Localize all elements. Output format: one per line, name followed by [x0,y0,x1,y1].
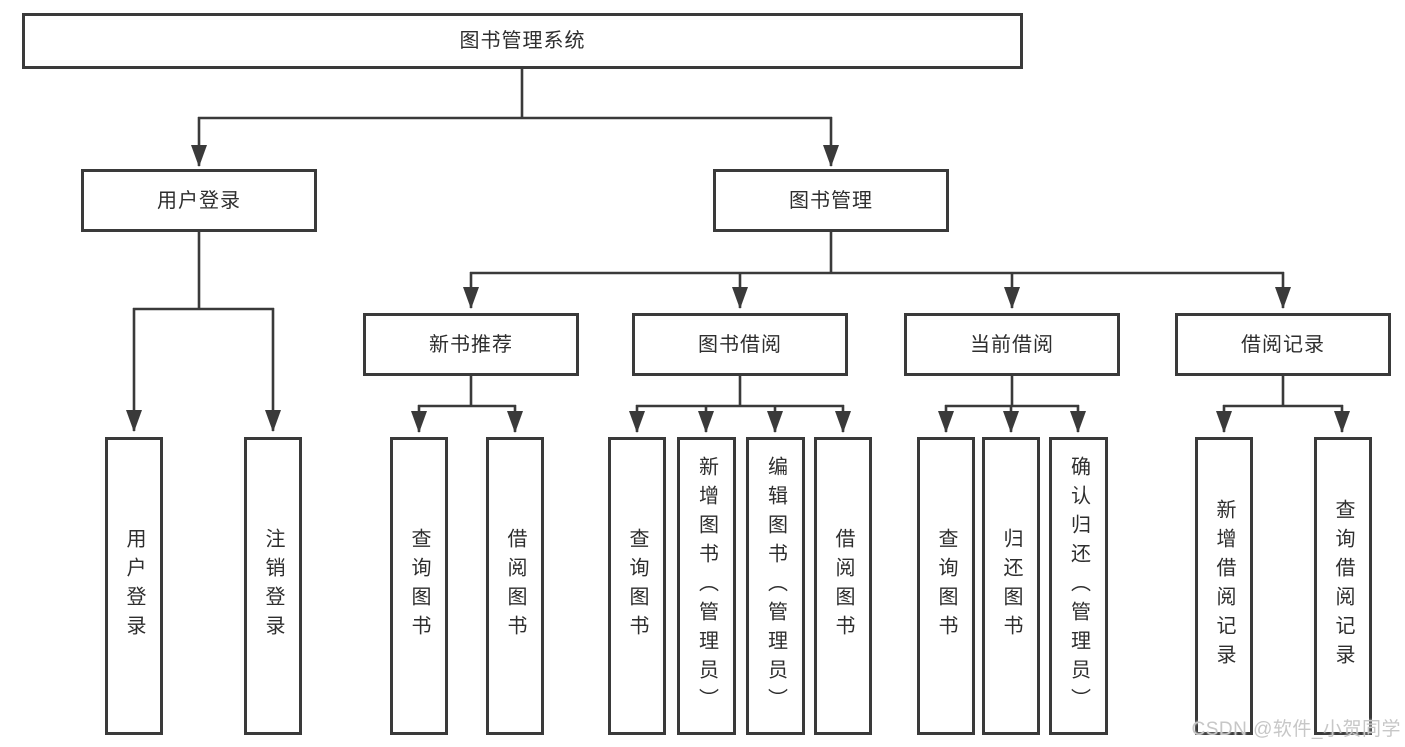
leaf-borrow-books-recommend: 借阅图书 [486,437,544,735]
leaf-borrow-books-borrowing: 借阅图书 [814,437,872,735]
node-label: 借阅图书 [504,528,526,644]
node-label: 新书推荐 [429,333,513,356]
connector-borrow-record-children [1216,376,1350,433]
node-label: 借阅记录 [1241,333,1325,356]
node-new-book-recommend: 新书推荐 [363,313,579,376]
node-label: 归还图书 [1000,528,1022,644]
leaf-logout: 注销登录 [244,437,302,735]
node-borrow-records: 借阅记录 [1175,313,1391,376]
connector-book-borrow-children [629,376,851,433]
node-label: 查询图书 [408,528,430,644]
node-label: 确认归还（管理员） [1067,455,1090,717]
node-label: 图书管理系统 [459,30,586,52]
connector-user-login-children [126,232,281,432]
connector-root-to-level2 [191,69,839,167]
node-current-borrowing: 当前借阅 [904,313,1120,376]
node-user-login: 用户登录 [81,169,317,232]
leaf-query-books-current: 查询图书 [917,437,975,735]
node-label: 图书借阅 [698,333,782,356]
node-label: 图书管理 [789,189,873,212]
node-root: 图书管理系统 [22,13,1023,69]
leaf-user-login: 用户登录 [105,437,163,735]
watermark: CSDN @软件_小贺同学 [1191,719,1401,740]
node-label: 用户登录 [157,189,241,212]
node-label: 编辑图书（管理员） [764,455,787,717]
node-book-management: 图书管理 [713,169,949,232]
connector-current-borrow-children [938,376,1086,433]
leaf-edit-book-admin: 编辑图书（管理员） [746,437,805,735]
node-label: 查询借阅记录 [1332,499,1354,673]
node-label: 新增借阅记录 [1213,499,1235,673]
node-label: 查询图书 [935,528,957,644]
node-label: 新增图书（管理员） [695,455,718,717]
leaf-add-borrow-record: 新增借阅记录 [1195,437,1253,735]
leaf-query-books-recommend: 查询图书 [390,437,448,735]
leaf-return-books: 归还图书 [982,437,1040,735]
connector-book-mgmt-children [463,232,1291,309]
connector-new-book-rec-children [411,376,523,433]
node-label: 当前借阅 [970,333,1054,356]
leaf-query-books-borrowing: 查询图书 [608,437,666,735]
node-label: 借阅图书 [832,528,854,644]
node-label: 注销登录 [262,528,284,644]
leaf-confirm-return-admin: 确认归还（管理员） [1049,437,1108,735]
node-label: 用户登录 [123,528,145,644]
leaf-add-book-admin: 新增图书（管理员） [677,437,736,735]
leaf-query-borrow-record: 查询借阅记录 [1314,437,1372,735]
node-book-borrowing: 图书借阅 [632,313,848,376]
node-label: 查询图书 [626,528,648,644]
